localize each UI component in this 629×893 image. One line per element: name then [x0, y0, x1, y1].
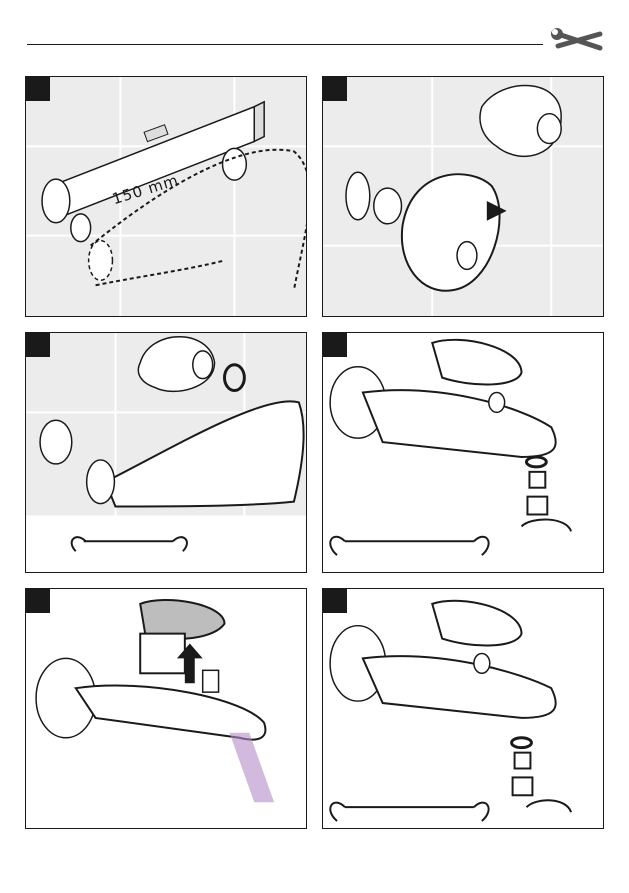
step-panel-4: [322, 332, 604, 573]
step-panel-3: [25, 332, 307, 573]
step-badge: [323, 77, 347, 101]
step-panel-5: [25, 588, 307, 829]
step-badge: [323, 589, 347, 613]
illustration-lever-flow: [26, 589, 306, 828]
illustration-tighten-nuts: [26, 333, 306, 572]
wrench-screwdriver-icon: [550, 24, 606, 58]
illustration-aerator-parts: [323, 333, 603, 572]
illustration-rosette: [323, 77, 603, 316]
step-badge: [26, 77, 50, 101]
step-panel-2: [322, 76, 604, 317]
step-panel-1: 150 mm: [25, 76, 307, 317]
step-badge: [26, 589, 50, 613]
illustration-level-mixer: [26, 77, 306, 316]
step-badge: [26, 333, 50, 357]
header-rule: [27, 44, 543, 45]
step-badge: [323, 333, 347, 357]
step-panel-6: [322, 588, 604, 829]
illustration-aerator-parts: [323, 589, 603, 828]
